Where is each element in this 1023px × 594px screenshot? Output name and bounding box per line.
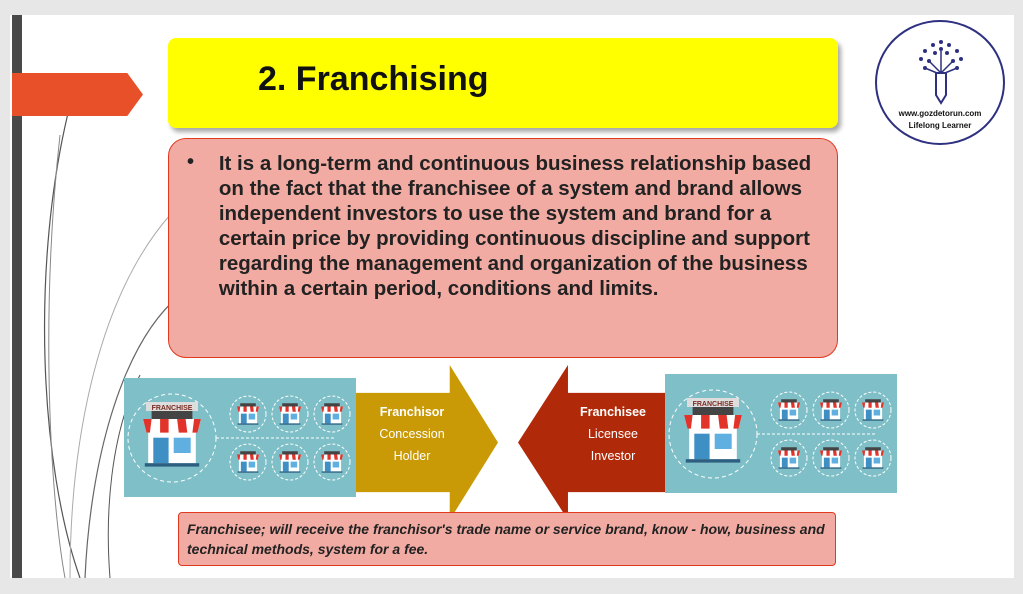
store-sign: FRANCHISE [693,401,734,408]
decorative-curves [43,104,181,578]
franchisor-label: Franchisor [379,405,445,419]
franchisee-arrow: Franchisee Licensee Investor [518,365,665,520]
slide-title: 2. Franchising [258,60,489,98]
franchise-network-image-right: FRANCHISE [665,374,897,493]
bullet: • [187,151,195,173]
title-box: 2. Franchising [168,38,838,128]
investor-label: Investor [590,449,636,463]
orange-arrow-tab [12,73,143,116]
store-network-icon: FRANCHISE [127,393,351,483]
franchisor-arrow: Franchisor Concession Holder [356,365,498,520]
concession-label: Concession [379,427,445,441]
holder-label: Holder [393,449,431,463]
franchisee-label: Franchisee [579,405,646,419]
franchise-network-image-left: FRANCHISE [124,378,356,497]
pencil-tree-icon [919,40,963,105]
slide: 2. Franchising • It is a long-term and c… [10,15,1014,578]
footer-note-box: Franchisee; will receive the franchisor'… [178,512,836,566]
left-accent-bar [12,15,22,578]
definition-text: It is a long-term and continuous busines… [218,152,812,300]
logo: www.gozdetorun.com Lifelong Learner [875,20,1005,145]
logo-url: www.gozdetorun.com [898,109,982,118]
logo-tagline: Lifelong Learner [908,121,972,130]
store-network-icon: FRANCHISE [668,389,892,479]
footer-note: Franchisee; will receive the franchisor'… [187,521,825,557]
store-sign: FRANCHISE [152,405,193,412]
definition-box: • It is a long-term and continuous busin… [168,138,838,358]
licensee-label: Licensee [587,427,639,441]
